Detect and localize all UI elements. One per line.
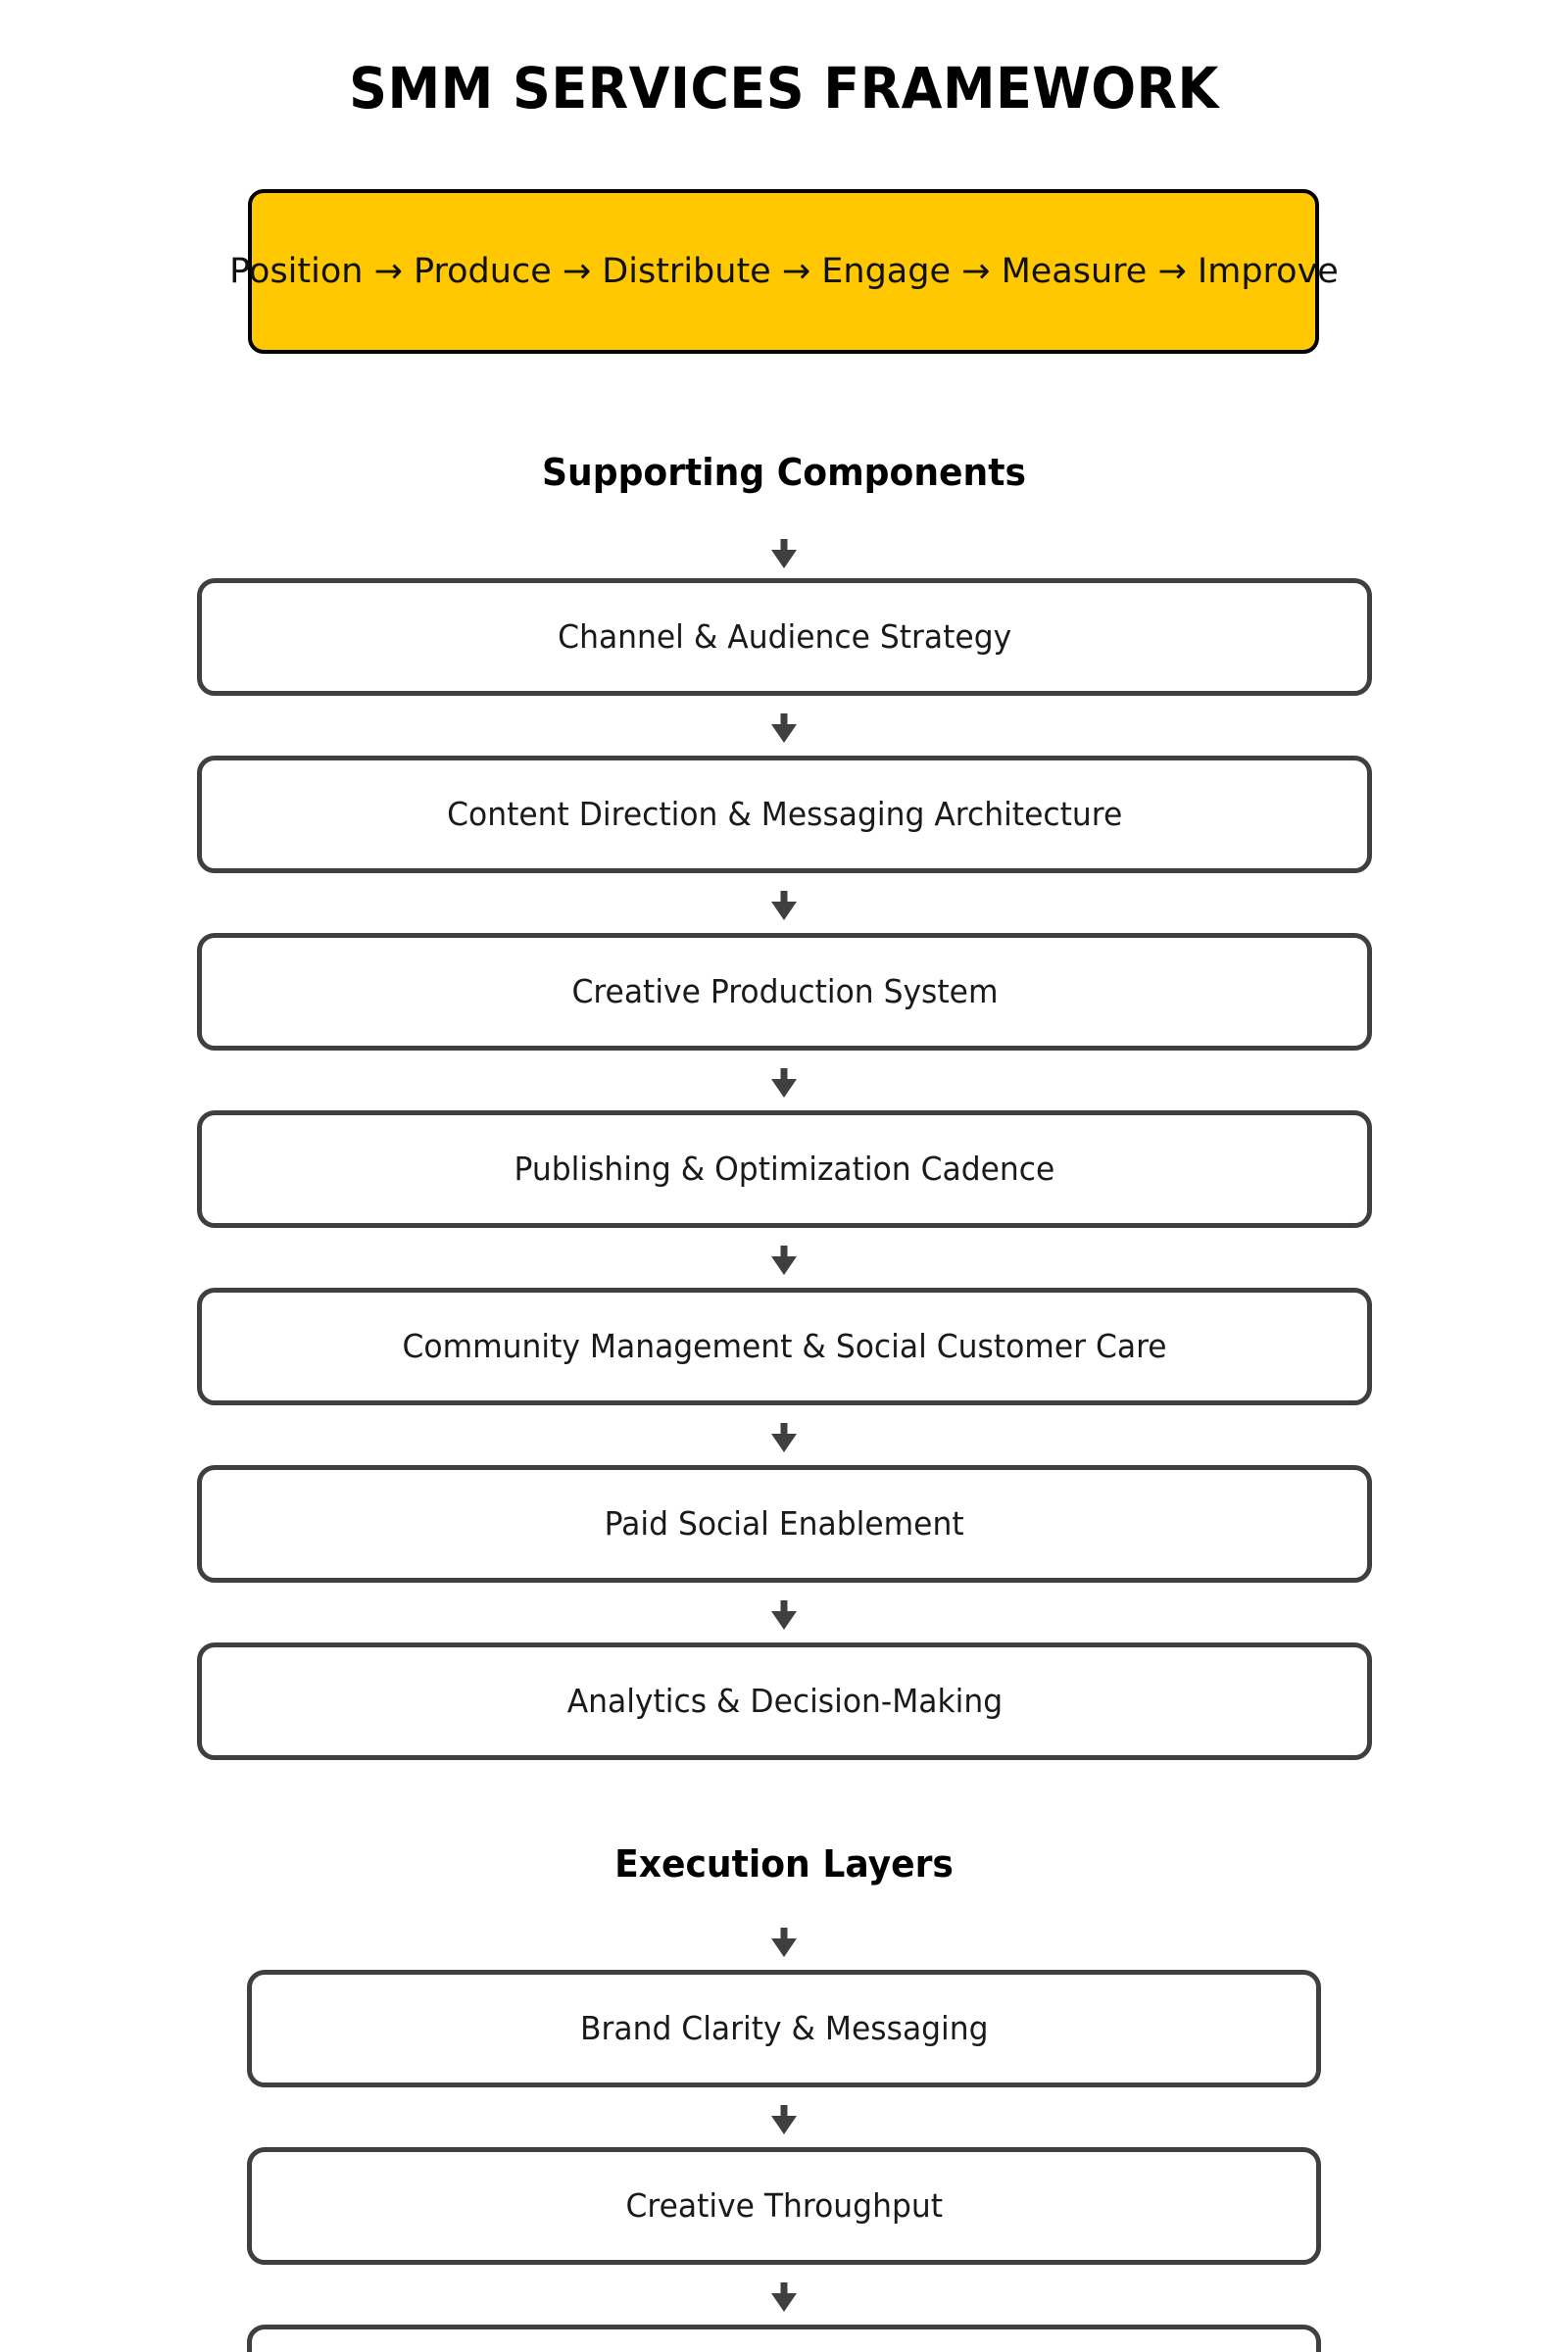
arrow-head [771,724,797,743]
flow-arrow-down-icon [771,2105,797,2134]
arrow-stem [780,2282,788,2295]
arrow-head [771,1434,797,1452]
arrow-stem [780,539,788,552]
section-heading-execution-layers: Execution Layers [614,1842,954,1886]
arrow-stem [780,891,788,904]
node-box-creative-throughput[interactable]: Creative Throughput [247,2147,1321,2265]
arrow-head [771,550,797,568]
flow-arrow-down-icon [771,1928,797,1957]
node-box-analytics-decision-making[interactable]: Analytics & Decision-Making [197,1642,1372,1760]
node-label: Creative Production System [570,972,999,1010]
flow-arrow-down-icon [771,1246,797,1275]
node-label: Channel & Audience Strategy [557,617,1011,656]
node-box-community-management-social-customer-care[interactable]: Community Management & Social Customer C… [197,1288,1372,1405]
arrow-stem [780,2105,788,2118]
arrow-head [771,1938,797,1957]
flow-arrow-down-icon [771,2282,797,2312]
node-label: Publishing & Optimization Cadence [514,1150,1055,1188]
node-box-content-direction-messaging-architecture[interactable]: Content Direction & Messaging Architectu… [197,756,1372,873]
node-label: Content Direction & Messaging Architectu… [446,795,1123,833]
arrow-head [771,2293,797,2312]
node-box-publishing-optimization-cadence[interactable]: Publishing & Optimization Cadence [197,1110,1372,1228]
arrow-stem [780,1068,788,1081]
arrow-stem [780,1600,788,1613]
node-label: Paid Social Enablement [605,1504,964,1543]
flow-arrow-down-icon [771,1423,797,1452]
arrow-stem [780,1423,788,1436]
arrow-stem [780,1928,788,1940]
arrow-stem [780,713,788,726]
node-box-creative-production-system[interactable]: Creative Production System [197,933,1372,1051]
arrow-head [771,1256,797,1275]
node-label: Community Management & Social Customer C… [402,1327,1167,1365]
page-title: SMM SERVICES FRAMEWORK [349,55,1219,122]
node-box-partial-cutoff[interactable] [247,2325,1321,2352]
node-label: Creative Throughput [625,2186,943,2225]
hero-flow-text: Position → Produce → Distribute → Engage… [229,252,1339,291]
flow-arrow-down-icon [771,539,797,568]
section-heading-supporting-components: Supporting Components [542,451,1026,494]
node-label: Analytics & Decision-Making [566,1682,1003,1720]
arrow-head [771,2116,797,2134]
arrow-head [771,1079,797,1098]
flow-arrow-down-icon [771,713,797,743]
node-box-brand-clarity-messaging[interactable]: Brand Clarity & Messaging [247,1970,1321,2087]
flow-arrow-down-icon [771,1600,797,1630]
node-box-channel-audience-strategy[interactable]: Channel & Audience Strategy [197,578,1372,696]
node-box-paid-social-enablement[interactable]: Paid Social Enablement [197,1465,1372,1583]
arrow-stem [780,1246,788,1258]
flow-arrow-down-icon [771,891,797,920]
node-label: Brand Clarity & Messaging [579,2009,989,2047]
flow-arrow-down-icon [771,1068,797,1098]
hero-flow-band [248,189,1319,354]
arrow-head [771,1611,797,1630]
arrow-head [771,902,797,920]
